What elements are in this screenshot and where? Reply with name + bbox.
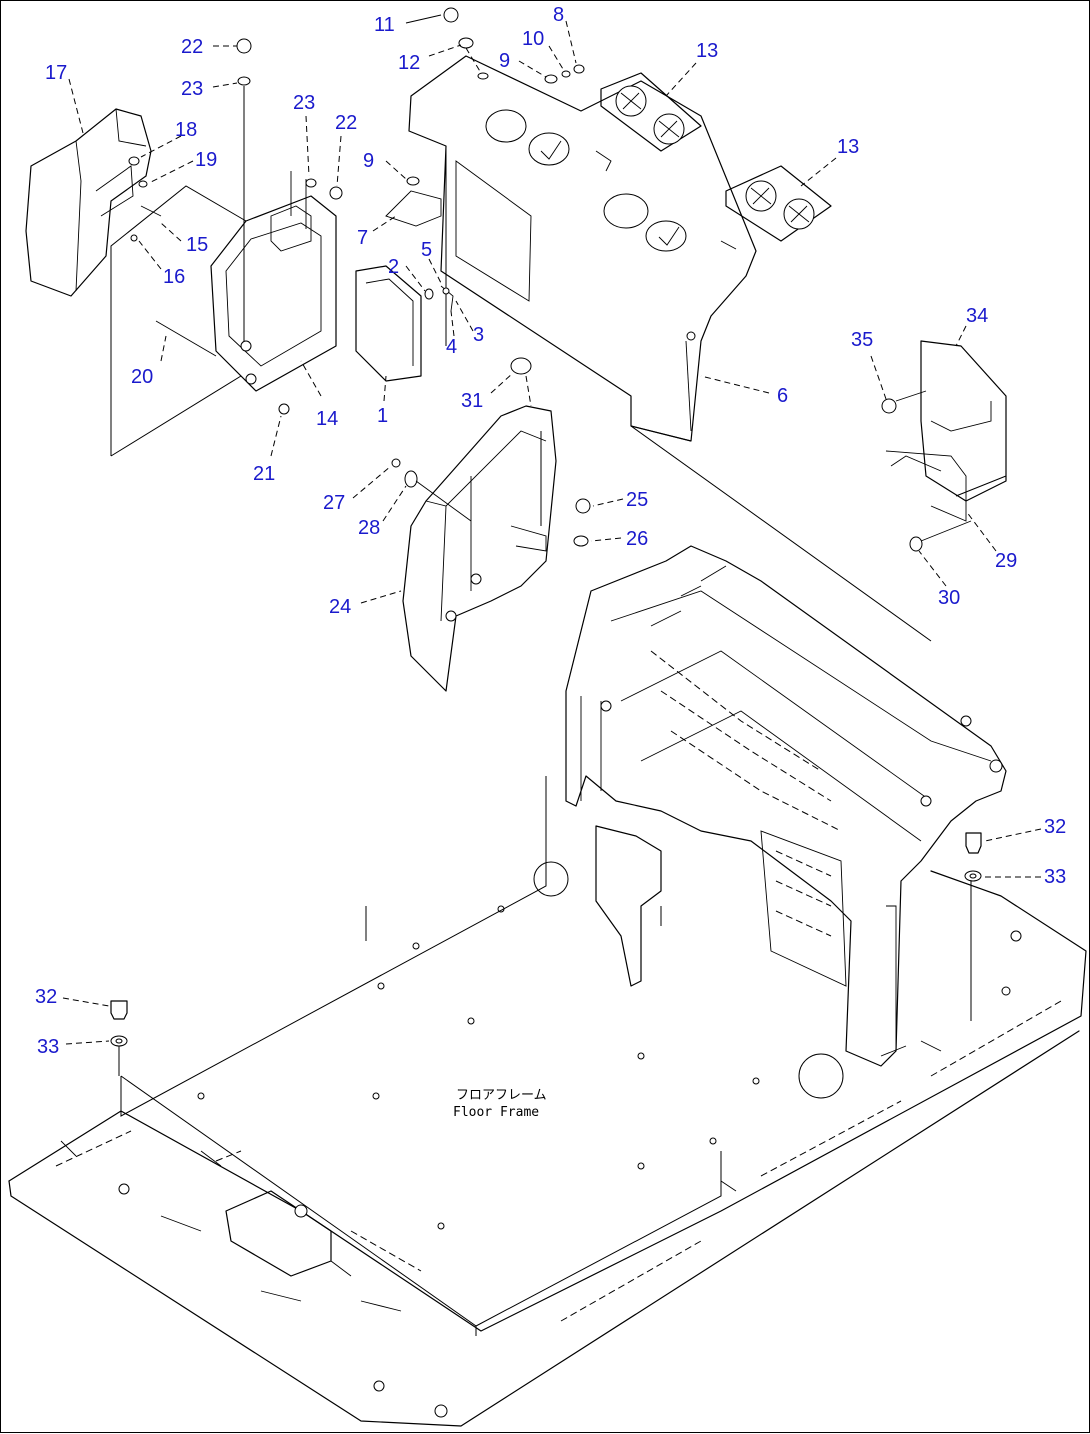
callout-3: 3: [473, 324, 484, 346]
callout-8: 8: [553, 4, 564, 26]
callout-26: 26: [626, 528, 648, 550]
callout-31: 31: [461, 390, 483, 412]
callout-32-left: 32: [35, 986, 57, 1008]
callout-23-top: 23: [181, 78, 203, 100]
floor-frame-label-en: Floor Frame: [453, 1105, 539, 1120]
callout-15: 15: [186, 234, 208, 256]
part-24-console-cover: [402, 405, 557, 692]
callout-6: 6: [777, 385, 788, 407]
callout-16: 16: [163, 266, 185, 288]
part-17-side-cover: [25, 108, 152, 297]
callout-9-top: 9: [499, 50, 510, 72]
callout-22-top: 22: [181, 36, 203, 58]
part-34-bracket: [885, 340, 1007, 522]
callout-28: 28: [358, 517, 380, 539]
callout-11: 11: [374, 14, 395, 36]
floor-frame-label-jp: フロアフレーム: [456, 1088, 547, 1103]
callout-35: 35: [851, 329, 873, 351]
callout-13-right: 13: [837, 136, 859, 158]
callout-18: 18: [175, 119, 197, 141]
callout-32-right: 32: [1044, 816, 1066, 838]
callout-33-left: 33: [37, 1036, 59, 1058]
alignment-lines: [110, 146, 1007, 1336]
callouts: 17 22 23 18 19 15 16 20 21 23 22 14 11 1…: [35, 4, 1066, 1058]
callout-7: 7: [357, 227, 368, 249]
part-13-fan-unit-b: [725, 165, 832, 242]
callout-14: 14: [316, 408, 338, 430]
callout-10: 10: [522, 28, 544, 50]
callout-30: 30: [938, 587, 960, 609]
callout-9-left: 9: [363, 150, 374, 172]
callout-21: 21: [253, 463, 275, 485]
callout-20: 20: [131, 366, 153, 388]
callout-22-right: 22: [335, 112, 357, 134]
callout-12: 12: [398, 52, 420, 74]
callout-13-top: 13: [696, 40, 718, 62]
callout-19: 19: [195, 149, 217, 171]
callout-29: 29: [995, 550, 1017, 572]
part-7-gasket: [385, 190, 442, 227]
part-14-side-box: [210, 171, 337, 392]
leader-lines: [62, 14, 1042, 1045]
floor-frame: フロアフレーム Floor Frame: [8, 861, 1087, 1427]
air-conditioner-unit: [565, 545, 1007, 1067]
callout-23-right: 23: [293, 92, 315, 114]
callout-33-right: 33: [1044, 866, 1066, 888]
callout-34: 34: [966, 305, 988, 327]
part-13-fan-unit-a: [600, 72, 702, 152]
callout-24: 24: [329, 596, 351, 618]
callout-2: 2: [388, 256, 399, 278]
part-6-dash-panel: [408, 55, 757, 442]
callout-1: 1: [377, 405, 388, 427]
callout-17: 17: [45, 62, 67, 84]
part-1-panel: [355, 265, 422, 382]
callout-27: 27: [323, 492, 345, 514]
callout-25: 25: [626, 489, 648, 511]
callout-4: 4: [446, 336, 457, 358]
callout-5: 5: [421, 239, 432, 261]
